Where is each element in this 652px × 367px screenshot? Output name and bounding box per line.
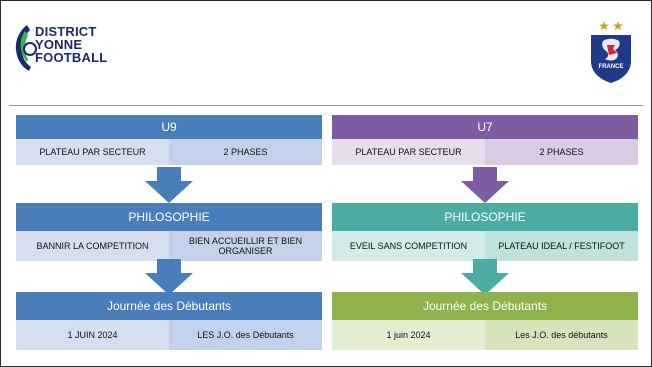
u9-philosophy-title: PHILOSOPHIE <box>16 203 322 231</box>
u7-phases-cell: 2 PHASES <box>485 139 638 165</box>
u7-row-2: EVEIL SANS COMPETITION PLATEAU IDEAL / F… <box>332 231 638 261</box>
u7-row-3: 1 juin 2024 Les J.O. des débutants <box>332 320 638 350</box>
header-divider <box>9 105 643 106</box>
u7-jo-cell: Les J.O. des débutants <box>485 320 638 350</box>
u9-arrow-down-icon <box>145 167 193 203</box>
u7-row-1: PLATEAU PAR SECTEUR 2 PHASES <box>332 139 638 165</box>
u7-event-title: Journée des Débutants <box>332 292 638 320</box>
u7-philosophy-cell-2: PLATEAU IDEAL / FESTIFOOT <box>485 231 638 261</box>
logo-line-2: YONNE <box>35 37 83 52</box>
u7-plateau-cell: PLATEAU PAR SECTEUR <box>332 139 485 165</box>
u9-row-2: BANNIR LA COMPETITION BIEN ACCUEILLIR ET… <box>16 231 322 261</box>
u7-philosophy-cell-1: EVEIL SANS COMPETITION <box>332 231 485 261</box>
u9-event-block: Journée des Débutants 1 JUIN 2024 LES J.… <box>16 292 322 350</box>
u9-philosophy-block: PHILOSOPHIE BANNIR LA COMPETITION BIEN A… <box>16 203 322 261</box>
crest-label: FRANCE <box>598 64 624 70</box>
u7-arrow-down-icon <box>461 167 509 203</box>
u7-philosophy-title: PHILOSOPHIE <box>332 203 638 231</box>
logo-line-1: DISTRICT <box>35 24 97 39</box>
u7-arrow-down-icon <box>461 259 509 295</box>
u7-event-block: Journée des Débutants 1 juin 2024 Les J.… <box>332 292 638 350</box>
logo-line-3: FOOTBALL <box>35 50 108 65</box>
logo-mark-icon <box>15 25 37 71</box>
u9-plateau-cell: PLATEAU PAR SECTEUR <box>16 139 169 165</box>
u9-title: U9 <box>16 115 322 139</box>
u9-philosophy-cell-2: BIEN ACCUEILLIR ET BIEN ORGANISER <box>169 231 322 261</box>
u9-row-3: 1 JUIN 2024 LES J.O. des Débutants <box>16 320 322 350</box>
u7-title: U7 <box>332 115 638 139</box>
u9-jo-cell: LES J.O. des Débutants <box>169 320 322 350</box>
u9-event-title: Journée des Débutants <box>16 292 322 320</box>
district-yonne-logo: DISTRICT YONNE FOOTBALL <box>13 21 123 79</box>
u7-date-cell: 1 juin 2024 <box>332 320 485 350</box>
u7-philosophy-block: PHILOSOPHIE EVEIL SANS COMPETITION PLATE… <box>332 203 638 261</box>
u7-header-block: U7 PLATEAU PAR SECTEUR 2 PHASES <box>332 115 638 165</box>
fff-crest-icon: FRANCE <box>587 19 635 85</box>
u9-arrow-down-icon <box>145 259 193 295</box>
u9-date-cell: 1 JUIN 2024 <box>16 320 169 350</box>
u9-phases-cell: 2 PHASES <box>169 139 322 165</box>
u9-header-block: U9 PLATEAU PAR SECTEUR 2 PHASES <box>16 115 322 165</box>
u9-philosophy-cell-1: BANNIR LA COMPETITION <box>16 231 169 261</box>
u9-row-1: PLATEAU PAR SECTEUR 2 PHASES <box>16 139 322 165</box>
